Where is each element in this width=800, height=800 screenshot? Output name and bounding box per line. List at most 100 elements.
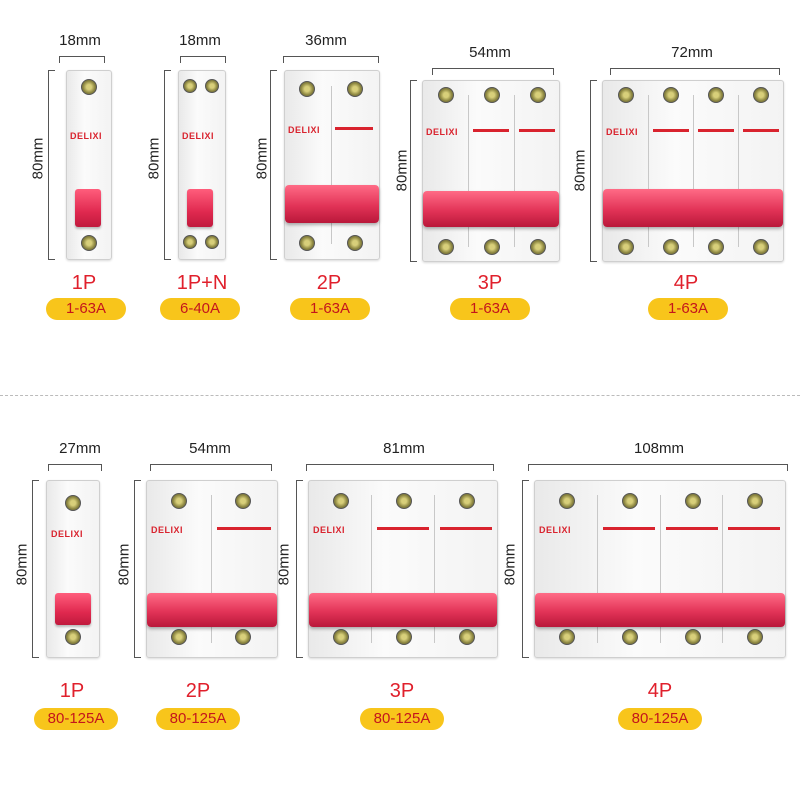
- toggle-handle-bar: [285, 185, 379, 223]
- height-label: 80mm: [29, 137, 47, 180]
- brand-logo: DELIXI: [51, 529, 84, 539]
- width-bracket: [306, 464, 494, 471]
- screw-icon: [183, 235, 197, 249]
- toggle-handle-bar: [147, 593, 277, 627]
- screw-icon: [663, 87, 679, 103]
- pole-label: 1P+N: [176, 272, 228, 294]
- width-bracket: [283, 56, 379, 63]
- red-stripe: [377, 527, 429, 530]
- breaker-body: DELIXI: [602, 80, 784, 262]
- height-bracket: [296, 480, 303, 658]
- screw-icon: [530, 87, 546, 103]
- screw-icon: [747, 493, 763, 509]
- pole-separator: [738, 95, 739, 247]
- red-stripe: [743, 129, 779, 132]
- screw-icon: [708, 239, 724, 255]
- brand-logo: DELIXI: [426, 127, 459, 137]
- pole-separator: [648, 95, 649, 247]
- screw-icon: [299, 235, 315, 251]
- toggle-handle-bar: [603, 189, 783, 227]
- pole-label: 4P: [673, 272, 699, 294]
- rating-badge: 80-125A: [34, 708, 118, 730]
- toggle-handle: [55, 593, 91, 625]
- screw-icon: [459, 493, 475, 509]
- screw-icon: [333, 629, 349, 645]
- screw-icon: [171, 629, 187, 645]
- screw-icon: [622, 629, 638, 645]
- width-bracket: [150, 464, 272, 471]
- screw-icon: [484, 87, 500, 103]
- screw-icon: [235, 629, 251, 645]
- height-bracket: [590, 80, 597, 262]
- width-label: 27mm: [59, 440, 101, 457]
- width-bracket: [59, 56, 105, 63]
- breaker-body: DELIXI: [308, 480, 498, 658]
- brand-logo: DELIXI: [313, 525, 346, 535]
- pole-separator: [693, 95, 694, 247]
- rating-badge: 80-125A: [360, 708, 444, 730]
- pole-label: 2P: [316, 272, 342, 294]
- toggle-handle: [75, 189, 101, 227]
- screw-icon: [81, 235, 97, 251]
- rating-badge: 80-125A: [618, 708, 702, 730]
- width-label: 18mm: [59, 32, 101, 49]
- toggle-handle-bar: [535, 593, 785, 627]
- pole-label: 1P: [59, 680, 85, 702]
- red-stripe: [440, 527, 492, 530]
- screw-icon: [438, 239, 454, 255]
- screw-icon: [171, 493, 187, 509]
- breaker-body: DELIXI: [422, 80, 560, 262]
- height-label: 80mm: [571, 149, 589, 192]
- toggle-handle-bar: [309, 593, 497, 627]
- rating-badge: 1-63A: [46, 298, 126, 320]
- red-stripe: [603, 527, 655, 530]
- red-stripe: [728, 527, 780, 530]
- screw-icon: [459, 629, 475, 645]
- height-label: 80mm: [501, 543, 519, 586]
- height-label: 80mm: [13, 543, 31, 586]
- screw-icon: [753, 87, 769, 103]
- screw-icon: [685, 493, 701, 509]
- width-label: 54mm: [469, 44, 511, 61]
- brand-logo: DELIXI: [288, 125, 321, 135]
- width-label: 108mm: [633, 440, 685, 457]
- height-label: 80mm: [145, 137, 163, 180]
- pole-separator: [434, 495, 435, 643]
- brand-logo: DELIXI: [606, 127, 639, 137]
- breaker-body: DELIXI: [46, 480, 100, 658]
- width-label: 36mm: [305, 32, 347, 49]
- screw-icon: [747, 629, 763, 645]
- screw-icon: [347, 81, 363, 97]
- pole-label: 2P: [185, 680, 211, 702]
- toggle-handle-bar: [423, 191, 559, 227]
- breaker-body: DELIXI: [284, 70, 380, 260]
- pole-separator: [468, 95, 469, 247]
- red-stripe: [666, 527, 718, 530]
- section-divider: [0, 395, 800, 396]
- red-stripe: [653, 129, 689, 132]
- brand-logo: DELIXI: [539, 525, 572, 535]
- screw-icon: [205, 79, 219, 93]
- width-bracket: [180, 56, 226, 63]
- pole-separator: [722, 495, 723, 643]
- screw-icon: [685, 629, 701, 645]
- breaker-body: DELIXI: [534, 480, 786, 658]
- height-label: 80mm: [115, 543, 133, 586]
- pole-separator: [597, 495, 598, 643]
- pole-label: 4P: [647, 680, 673, 702]
- width-label: 18mm: [179, 32, 221, 49]
- rating-badge: 1-63A: [290, 298, 370, 320]
- breaker-body: DELIXI: [146, 480, 278, 658]
- toggle-handle: [187, 189, 213, 227]
- height-bracket: [410, 80, 417, 262]
- red-stripe: [698, 129, 734, 132]
- brand-logo: DELIXI: [182, 131, 215, 141]
- screw-icon: [65, 629, 81, 645]
- height-bracket: [48, 70, 55, 260]
- pole-separator: [514, 95, 515, 247]
- screw-icon: [81, 79, 97, 95]
- red-stripe: [217, 527, 271, 530]
- height-bracket: [164, 70, 171, 260]
- rating-badge: 80-125A: [156, 708, 240, 730]
- screw-icon: [708, 87, 724, 103]
